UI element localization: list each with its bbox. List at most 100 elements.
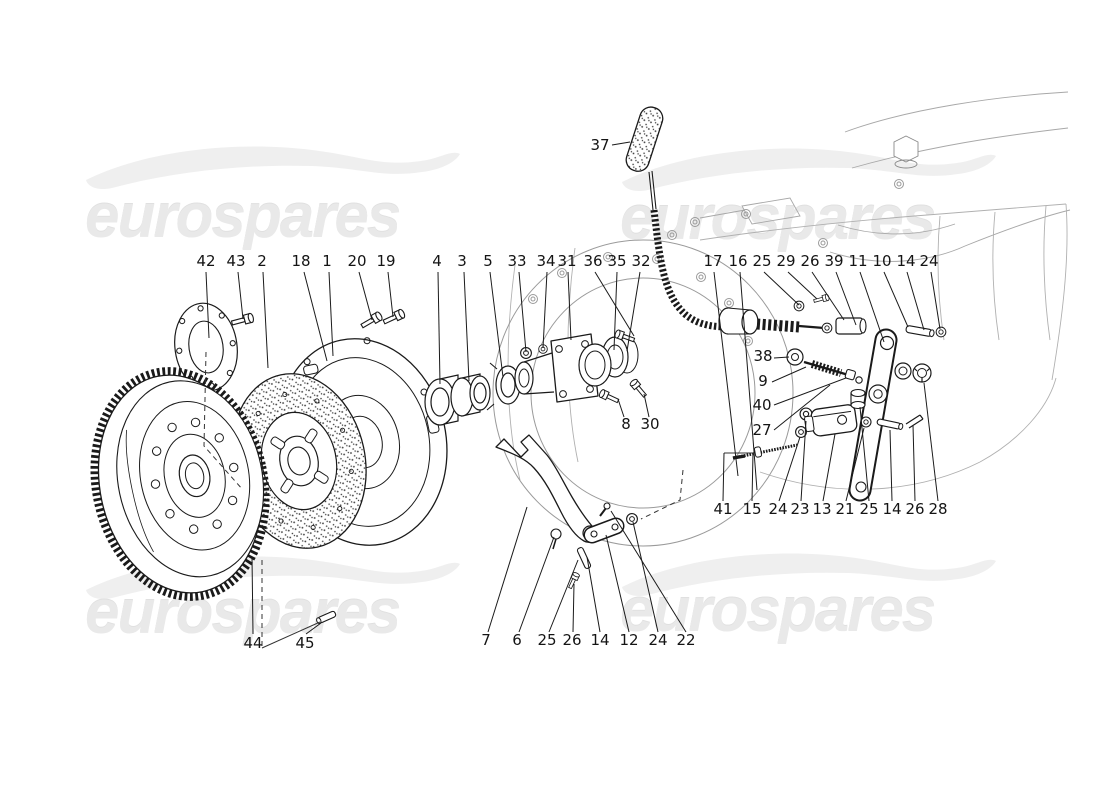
- leader-line: [906, 271, 925, 331]
- cable-boot: [625, 106, 664, 172]
- leader-line: [811, 271, 845, 321]
- pivot-bush: [850, 388, 866, 410]
- leader-line: [800, 420, 807, 502]
- part-number-label: 2: [257, 252, 267, 270]
- part-number-label: 29: [776, 252, 795, 270]
- part-number-label: 24: [768, 500, 787, 518]
- leader-line: [548, 559, 579, 633]
- part-number-label: 21: [835, 500, 854, 518]
- leader-line: [463, 271, 470, 382]
- part-number-label: 40: [752, 396, 771, 414]
- part-number-label: 1: [322, 252, 332, 270]
- part-number-label: 45: [295, 634, 314, 652]
- leader-line: [611, 141, 631, 146]
- part-number-label: 6: [512, 631, 522, 649]
- dowel-pin: [316, 610, 337, 625]
- leader-line: [778, 436, 801, 502]
- leader-line: [713, 271, 739, 477]
- leader-line: [262, 271, 269, 369]
- construction-lines: [203, 351, 753, 649]
- part-number-label: 19: [376, 252, 395, 270]
- cable-washer: [793, 300, 805, 312]
- leader-line: [859, 271, 885, 343]
- part-number-label: 14: [882, 500, 901, 518]
- leader-line: [883, 271, 909, 328]
- part-number-label: 25: [859, 500, 878, 518]
- leader-line: [567, 271, 572, 341]
- part-number-label: 41: [713, 500, 732, 518]
- leader-line: [487, 506, 528, 633]
- leader-line: [489, 271, 504, 378]
- part-number-label: 26: [562, 631, 581, 649]
- part-number-label: 25: [537, 631, 556, 649]
- input-shaft-flange: [514, 328, 639, 403]
- leader-line: [626, 271, 641, 352]
- leader-line: [613, 271, 618, 351]
- leader-line: [923, 382, 939, 502]
- leader-line: [632, 521, 659, 633]
- part-number-label: 17: [703, 252, 722, 270]
- part-number-label: 43: [226, 252, 245, 270]
- flywheel: [90, 367, 270, 601]
- part-number-label: 8: [621, 415, 631, 433]
- fork-linkage-bracket: [566, 502, 638, 590]
- leader-line: [773, 384, 831, 431]
- engine-outline: [699, 91, 1071, 262]
- part-number-label: 27: [752, 421, 771, 439]
- leader-line: [739, 271, 758, 491]
- leader-line: [751, 452, 754, 502]
- part-number-label: 15: [742, 500, 761, 518]
- part-number-label: 14: [590, 631, 609, 649]
- part-number-label: 38: [753, 347, 772, 365]
- clevis-pin: [876, 418, 904, 430]
- part-number-label: 18: [291, 252, 310, 270]
- part-number-label: 24: [648, 631, 667, 649]
- part-number-label: 28: [928, 500, 947, 518]
- part-number-label: 4: [432, 252, 442, 270]
- part-number-label: 14: [896, 252, 915, 270]
- leader-line: [617, 398, 625, 418]
- leader-line: [822, 433, 836, 502]
- leader-line: [358, 271, 373, 321]
- part-number-label: 5: [483, 252, 493, 270]
- leader-line: [889, 429, 893, 502]
- part-number-label: 26: [905, 500, 924, 518]
- part-number-label: 7: [481, 631, 491, 649]
- release-lever: [848, 325, 947, 502]
- part-number-label: 39: [824, 252, 843, 270]
- leader-line: [586, 556, 601, 633]
- leader-line: [437, 271, 441, 385]
- leader-line: [328, 271, 334, 357]
- leader-line: [237, 271, 244, 320]
- part-number-label: 33: [507, 252, 526, 270]
- leader-line: [930, 271, 941, 330]
- leader-line: [518, 271, 527, 353]
- leader-line: [845, 427, 865, 502]
- cover-bolt: [381, 307, 407, 327]
- leader-line: [305, 622, 322, 635]
- part-number-label: 31: [557, 252, 576, 270]
- part-number-label: 37: [590, 136, 609, 154]
- part-number-label: 13: [812, 500, 831, 518]
- leader-line: [610, 510, 687, 633]
- leader-line: [605, 534, 630, 633]
- leader-line: [387, 271, 394, 318]
- cover-bolt: [359, 310, 384, 331]
- leader-line: [572, 583, 575, 633]
- leader-line: [594, 271, 635, 337]
- leader-line: [763, 271, 800, 306]
- part-number-label: 23: [790, 500, 809, 518]
- part-number-label: 42: [196, 252, 215, 270]
- leader-line: [773, 356, 790, 359]
- reference-line: [261, 621, 321, 649]
- lever-pin: [905, 325, 935, 338]
- part-number-label: 44: [243, 634, 262, 652]
- leader-line: [251, 556, 254, 635]
- part-number-label: 9: [758, 372, 768, 390]
- part-number-label: 34: [536, 252, 555, 270]
- part-number-label: 12: [619, 631, 638, 649]
- housing-bolt-30: [628, 377, 649, 400]
- leader-line: [542, 271, 548, 349]
